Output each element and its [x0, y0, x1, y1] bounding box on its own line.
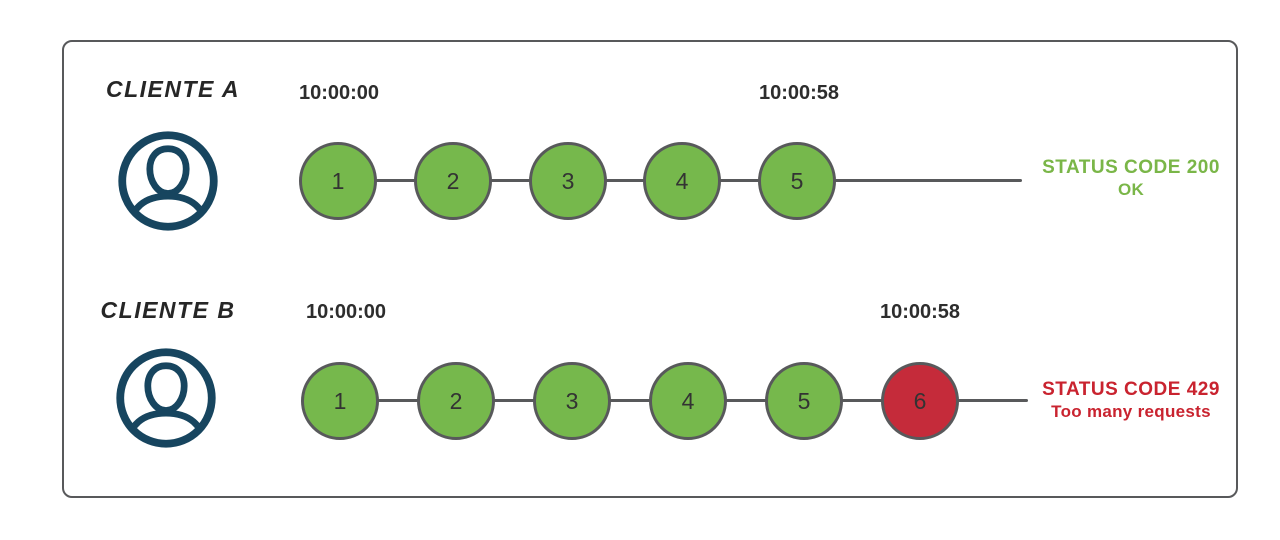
status-a-code: STATUS CODE 200: [1042, 157, 1220, 178]
timestamp-start-b: 10:00:00: [305, 301, 387, 323]
request-circle-a4: 4: [643, 142, 721, 220]
request-circle-a5: 5: [758, 142, 836, 220]
request-circle-b1: 1: [301, 362, 379, 440]
client-a-label: CLIENTE A: [105, 76, 241, 102]
request-number: 4: [675, 167, 689, 194]
diagram-frame: [62, 40, 1238, 498]
request-circle-b2: 2: [417, 362, 495, 440]
status-a-message: OK: [1117, 180, 1145, 199]
status-b-message: Too many requests: [1051, 402, 1211, 421]
client-b-label: CLIENTE B: [100, 297, 236, 323]
status-a: STATUS CODE 200 OK: [1025, 157, 1237, 201]
request-number: 3: [561, 167, 575, 194]
request-circle-a2: 2: [414, 142, 492, 220]
request-number: 1: [333, 387, 347, 414]
status-b-code: STATUS CODE 429: [1042, 379, 1220, 400]
timestamp-end-a: 10:00:58: [758, 82, 840, 104]
request-circle-b4: 4: [649, 362, 727, 440]
request-number: 2: [446, 167, 460, 194]
request-number: 5: [797, 387, 811, 414]
user-circle-icon: [114, 346, 218, 450]
request-circle-a1: 1: [299, 142, 377, 220]
request-number: 1: [331, 167, 345, 194]
request-number: 5: [790, 167, 804, 194]
timestamp-end-b: 10:00:58: [879, 301, 961, 323]
status-b: STATUS CODE 429 Too many requests: [1025, 379, 1237, 423]
request-number: 4: [681, 387, 695, 414]
request-number: 6: [913, 387, 927, 414]
user-circle-icon: [116, 129, 220, 233]
request-circle-b3: 3: [533, 362, 611, 440]
request-circle-a3: 3: [529, 142, 607, 220]
request-number: 2: [449, 387, 463, 414]
request-number: 3: [565, 387, 579, 414]
request-circle-b6-blocked: 6: [881, 362, 959, 440]
timestamp-start-a: 10:00:00: [298, 82, 380, 104]
request-circle-b5: 5: [765, 362, 843, 440]
